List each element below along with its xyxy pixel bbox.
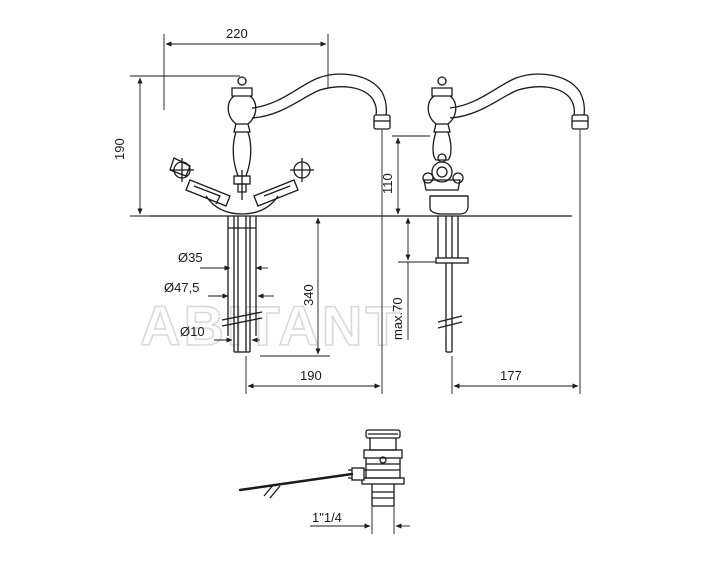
dim-dia-35: Ø35: [178, 250, 203, 265]
watermark-text: ABITANT: [140, 294, 403, 357]
dim-dia-10: Ø10: [180, 324, 205, 339]
dim-base-width: 190: [300, 368, 322, 383]
drain-assembly: [238, 429, 405, 507]
dimension-lines: [130, 34, 581, 394]
dim-dia-475: Ø47,5: [164, 280, 199, 295]
front-view: [169, 73, 391, 353]
dim-max-deck: max.70: [390, 297, 405, 340]
dim-thread: 1"1/4: [312, 510, 342, 525]
dim-total-height: 190: [112, 138, 127, 160]
dim-height-above-deck: 110: [380, 173, 395, 194]
dim-shank-length: 340: [301, 284, 316, 306]
dim-spout-reach: 177: [500, 368, 522, 383]
side-view: [422, 73, 589, 353]
dim-top-width: 220: [226, 26, 248, 41]
thread-dimension: [310, 506, 410, 534]
